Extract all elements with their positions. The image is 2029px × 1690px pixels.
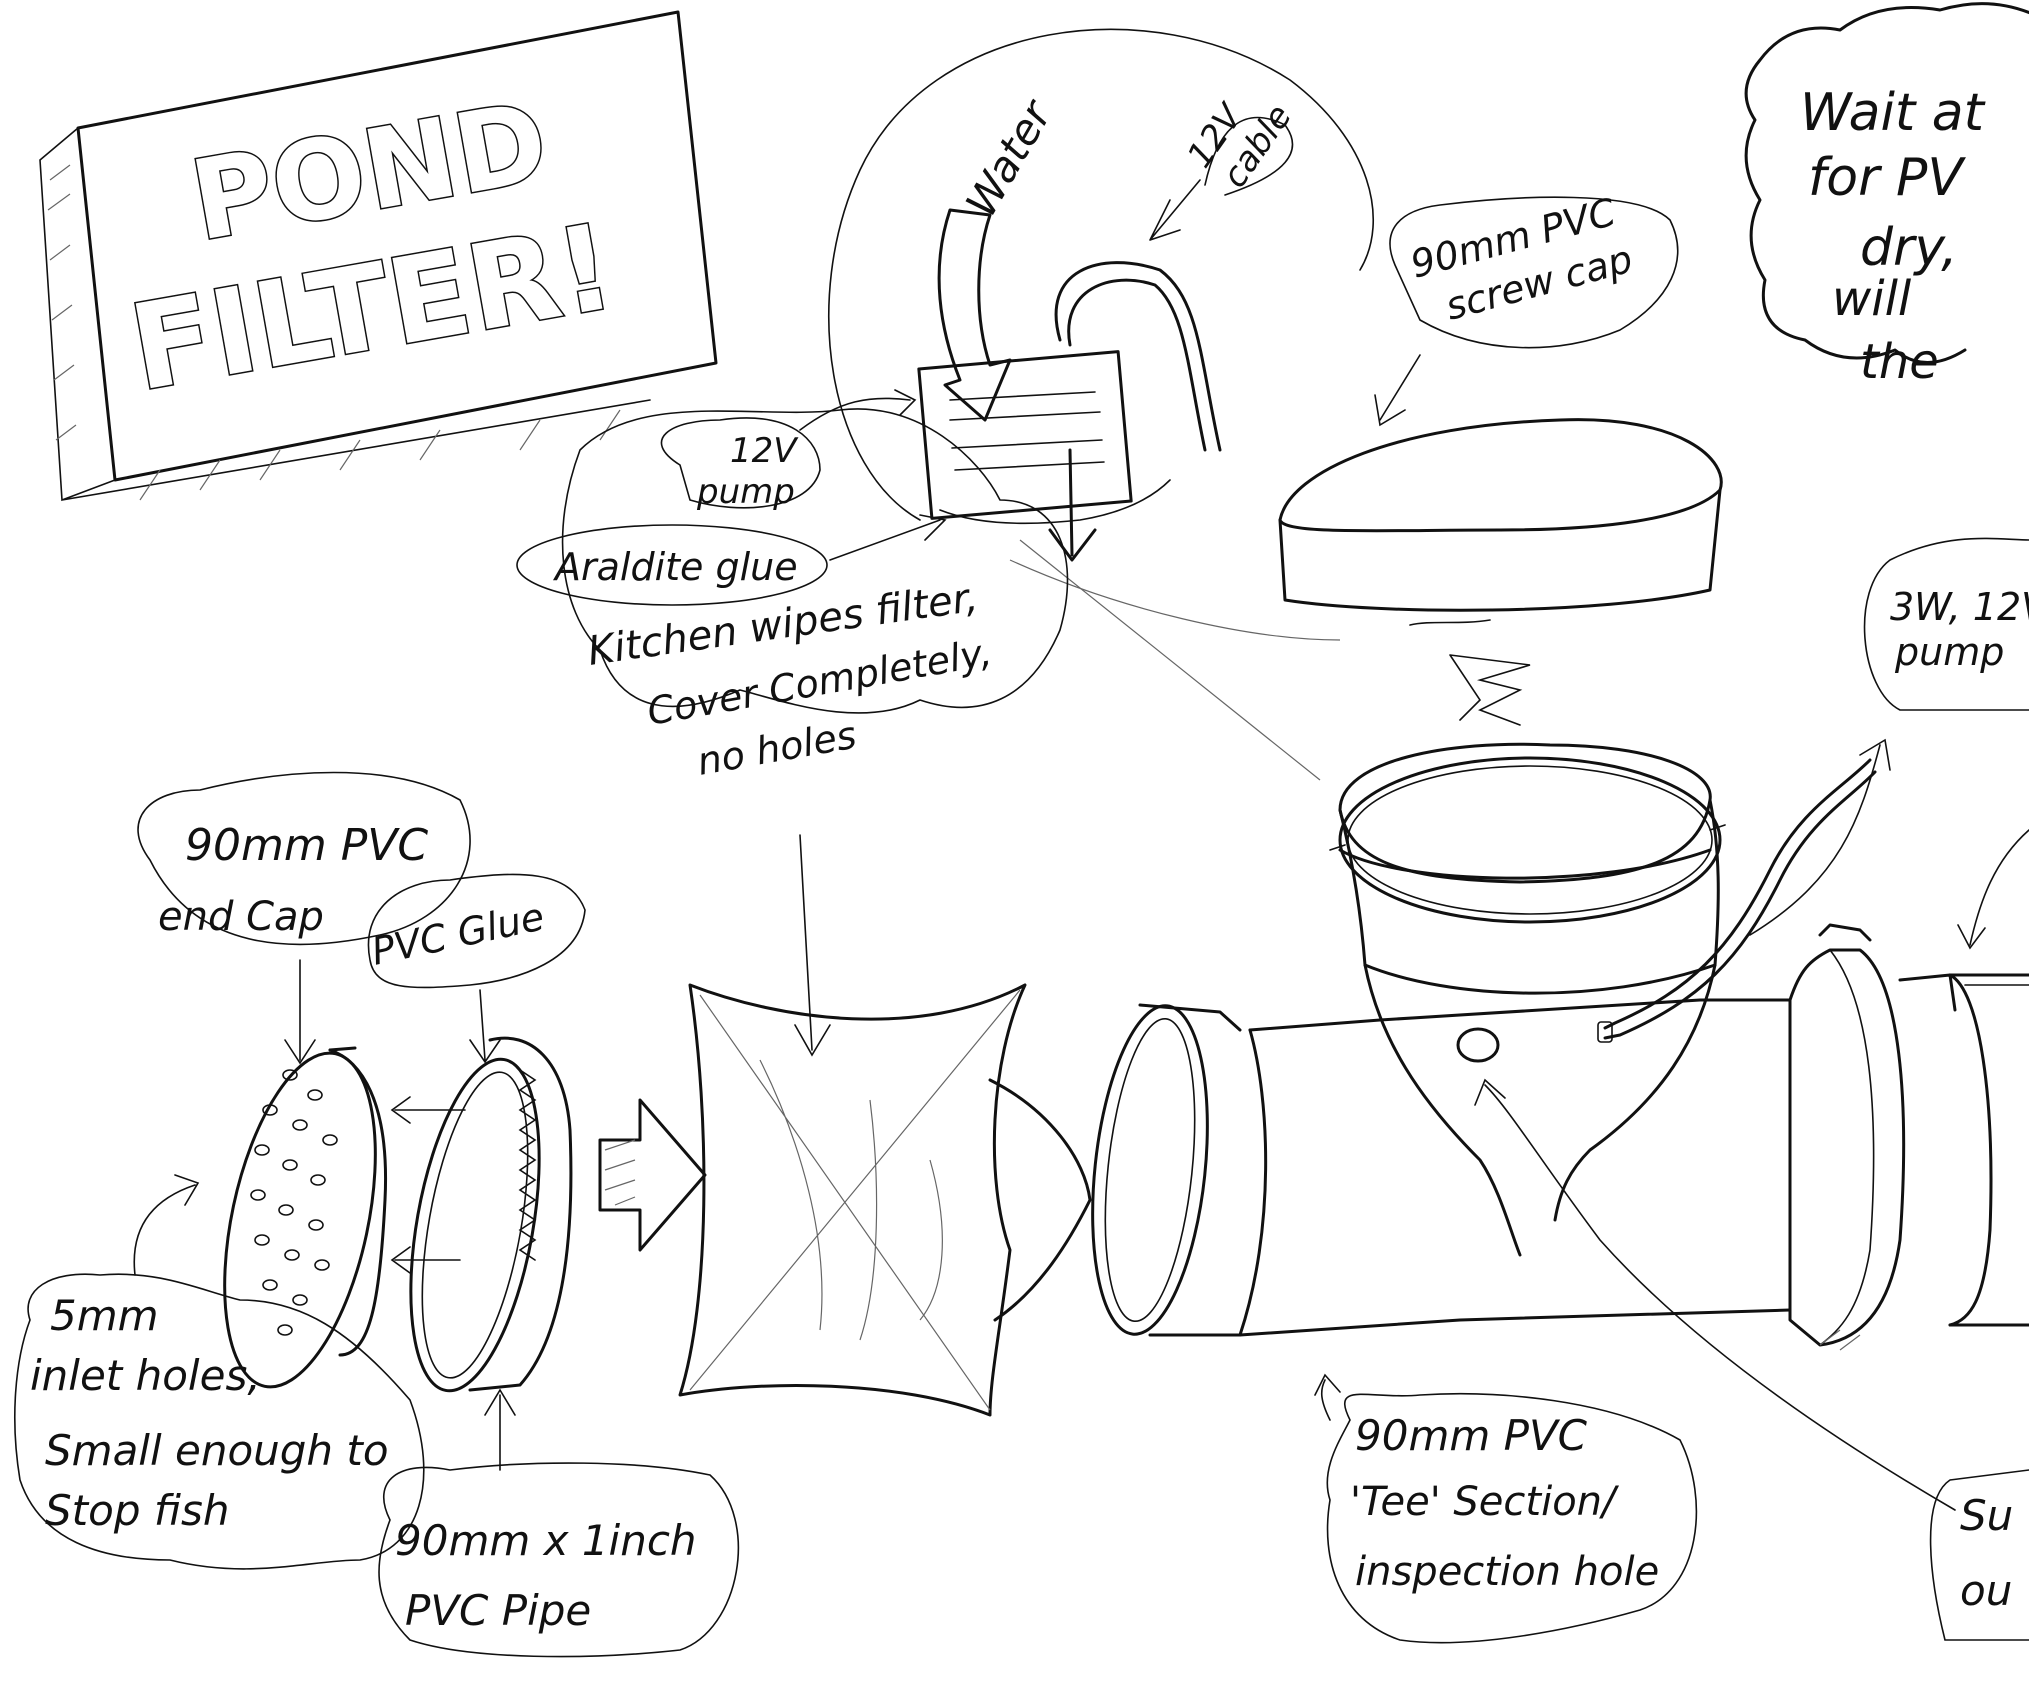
big-arrow bbox=[598, 1098, 707, 1252]
pump-spec-line-1: 3W, 12V bbox=[1890, 585, 2029, 629]
pvc-glue-label: PVC Glue bbox=[368, 873, 586, 1064]
pump-spec-line-2: pump bbox=[1894, 630, 2004, 674]
pump-spec-label: 3W, 12V pump bbox=[1749, 537, 2029, 936]
pipe-label: 90mm x 1inch PVC Pipe bbox=[378, 1388, 740, 1658]
wait-note-line-5: the bbox=[1860, 334, 1939, 390]
short-pipe bbox=[390, 1036, 573, 1393]
tee-section bbox=[1091, 742, 2029, 1351]
wait-note: Wait at for PV dry, will the bbox=[1744, 2, 2029, 390]
wait-note-line-1: Wait at bbox=[1800, 83, 1986, 143]
outlet-label: Su ou bbox=[1474, 1078, 2029, 1641]
araldite-label: Araldite glue bbox=[516, 514, 947, 606]
wait-note-line-3: dry, bbox=[1860, 218, 1958, 278]
inlet-line-4: Stop fish bbox=[45, 1486, 229, 1535]
water-label: Water bbox=[956, 90, 1062, 225]
tee-line-1: 90mm PVC bbox=[1355, 1411, 1588, 1460]
araldite-label-text: Araldite glue bbox=[552, 545, 798, 589]
tee-line-2: 'Tee' Section/ bbox=[1350, 1479, 1620, 1525]
outlet-line-2: ou bbox=[1960, 1566, 2012, 1615]
screw-cap: 90mm PVC screw cap bbox=[1278, 190, 1723, 726]
inlet-line-2: inlet holes, bbox=[30, 1351, 261, 1400]
pump-label: 12V pump bbox=[660, 389, 917, 512]
wipes-line-3: no holes bbox=[694, 713, 860, 784]
tee-line-3: inspection hole bbox=[1355, 1549, 1659, 1595]
outlet-line-1: Su bbox=[1960, 1491, 2013, 1540]
end-cap bbox=[223, 1046, 388, 1389]
tee-label: 90mm PVC 'Tee' Section/ inspection hole bbox=[1314, 1373, 1698, 1644]
title-sign: POND FILTER! bbox=[39, 10, 718, 502]
end-cap-line-2: end Cap bbox=[158, 894, 324, 940]
pipe-line-2: PVC Pipe bbox=[405, 1586, 591, 1635]
wipes-label: Kitchen wipes filter, Cover Completely, … bbox=[561, 408, 1069, 1057]
pvc-glue-text: PVC Glue bbox=[368, 894, 548, 973]
wait-note-line-4: will bbox=[1832, 271, 1912, 327]
wait-note-line-2: for PV bbox=[1808, 148, 1966, 208]
pipe-line-1: 90mm x 1inch bbox=[395, 1516, 697, 1565]
end-cap-label: 90mm PVC end Cap bbox=[137, 771, 471, 1065]
end-cap-line-1: 90mm PVC bbox=[185, 820, 428, 871]
pump-label-line-2: pump bbox=[696, 472, 795, 512]
inlet-line-1: 5mm bbox=[50, 1291, 159, 1340]
wipe-filter bbox=[678, 983, 1092, 1417]
inlet-label: 5mm inlet holes, Small enough to Stop fi… bbox=[14, 1174, 425, 1570]
inlet-line-3: Small enough to bbox=[45, 1426, 389, 1475]
pump-label-line-1: 12V bbox=[730, 431, 799, 471]
